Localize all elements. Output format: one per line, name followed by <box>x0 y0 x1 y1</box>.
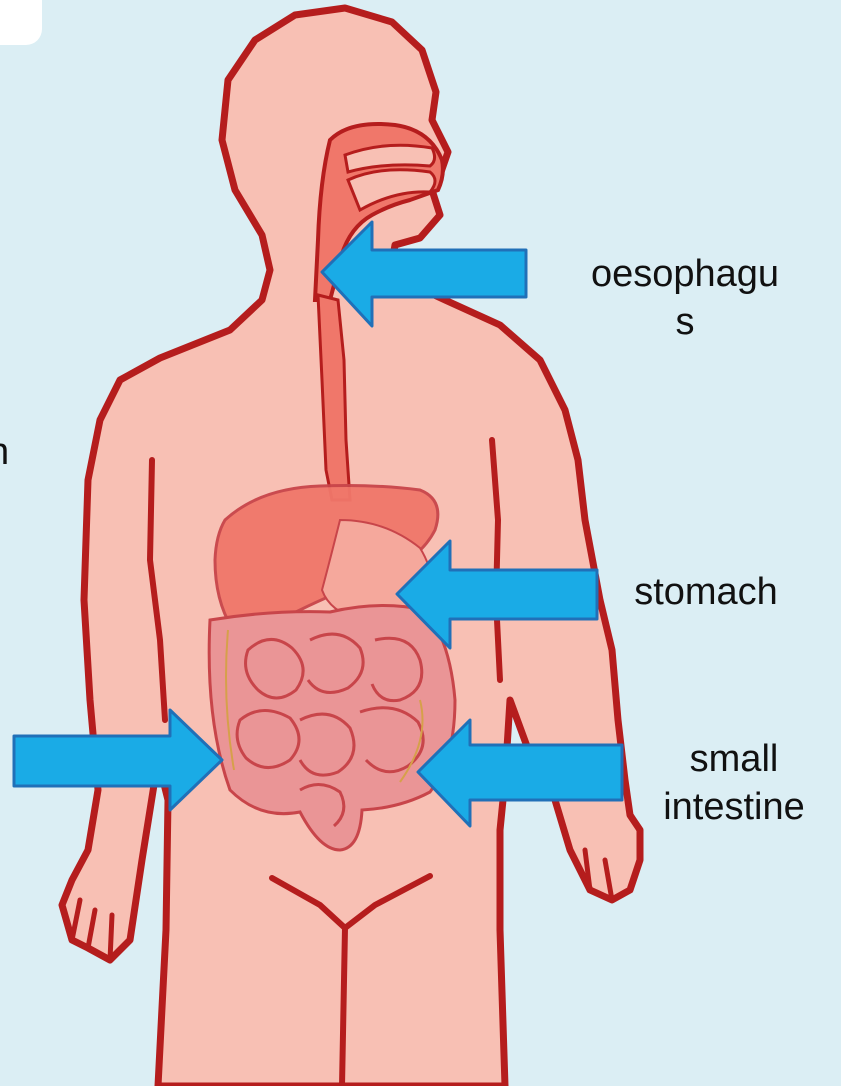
oesophagus-label-line1: oesophagu <box>560 250 810 298</box>
small-intestine-label: small intestine <box>634 735 834 831</box>
oesophagus-label-line2: s <box>560 298 810 346</box>
leg-gap-line <box>342 928 345 1086</box>
oesophagus-label: oesophagu s <box>560 250 810 346</box>
stomach-label: stomach <box>606 568 806 616</box>
small-intestine-label-line1: small <box>634 735 834 783</box>
small-intestine-label-line2: intestine <box>634 783 834 831</box>
cut-off-left-label: n <box>0 428 18 476</box>
